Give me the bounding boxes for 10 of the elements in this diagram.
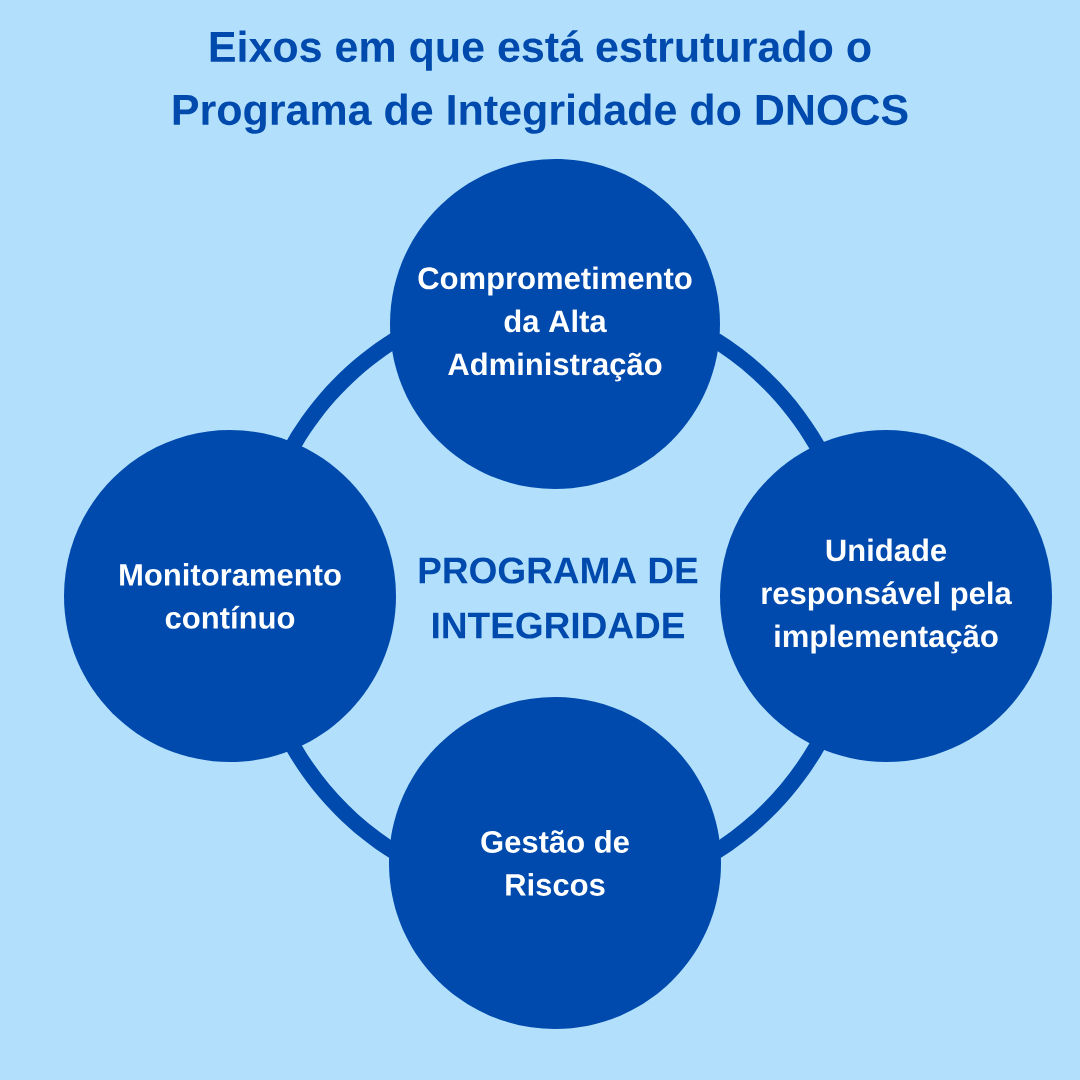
title: Eixos em que está estruturado o Programa de Integridade do DNOCS: [173, 30, 908, 134]
circle-node: Comprometimento da Alta Administração: [390, 159, 720, 489]
center-label: PROGRAMA DE INTEGRIDADE: [419, 557, 698, 639]
connecting-arc: [717, 332, 825, 450]
circle-node: Monitoramento contínuo: [64, 430, 396, 762]
connecting-arc: [286, 332, 393, 447]
connecting-arc: [286, 745, 392, 859]
connecting-arc: [718, 742, 825, 859]
circle-node: Gestão de Riscos: [389, 697, 721, 1029]
circle-node: Unidade responsável pela implementação: [720, 430, 1052, 762]
